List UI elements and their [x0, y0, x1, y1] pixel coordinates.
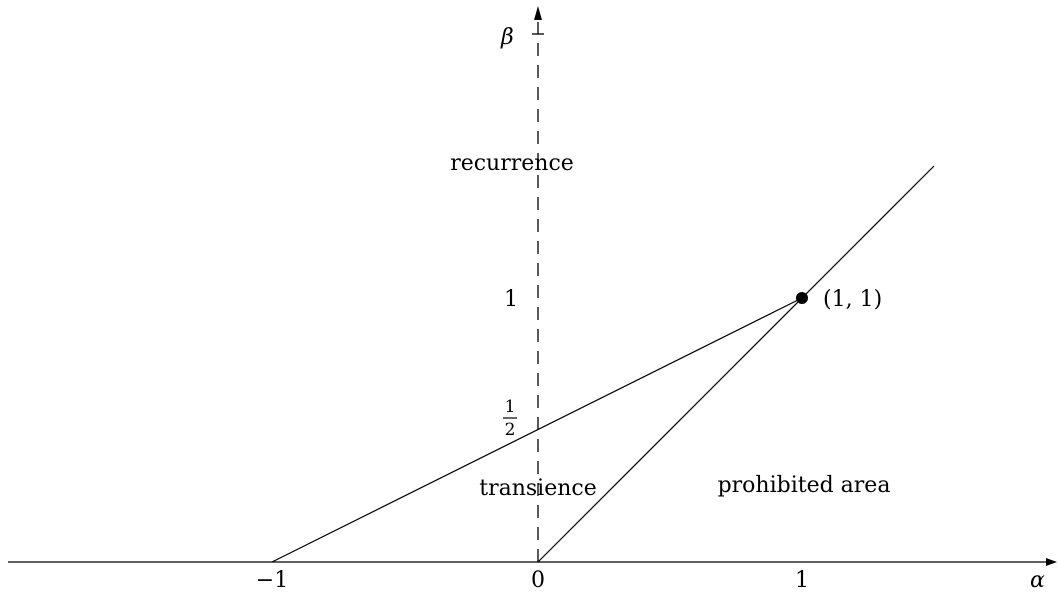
- y-tick-half-numerator: 1: [505, 397, 516, 417]
- x-tick-minus-one: −1: [256, 568, 288, 593]
- critical-point-label: (1, 1): [823, 287, 882, 312]
- x-tick-zero: 0: [531, 568, 545, 593]
- y-tick-one: 1: [504, 287, 518, 312]
- region-label-recurrence: recurrence: [450, 151, 574, 176]
- boundary-line-transience: [271, 297, 803, 563]
- critical-point: [796, 292, 808, 304]
- region-label-transience: transience: [479, 476, 597, 501]
- x-axis-label: α: [1030, 568, 1045, 593]
- region-label-prohibited: prohibited area: [718, 473, 891, 498]
- x-axis-arrowhead: [1046, 558, 1057, 566]
- y-axis-label: β: [500, 25, 514, 50]
- boundary-line-prohibited: [537, 165, 935, 563]
- y-tick-half-denominator: 2: [505, 420, 516, 440]
- x-tick-one: 1: [795, 568, 809, 593]
- y-axis-arrowhead: [534, 6, 542, 20]
- y-tick-half: 1 2: [503, 397, 517, 440]
